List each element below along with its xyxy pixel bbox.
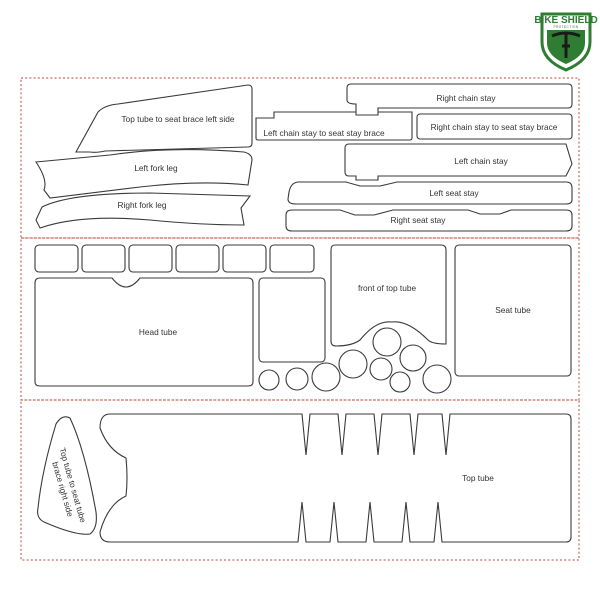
piece-right-fork-leg: Right fork leg <box>35 192 252 229</box>
bike-shield-logo: BIKE SHIELD PROTECTION <box>534 12 598 72</box>
piece-top-tube-seat-brace-left: Top tube to seat brace left side <box>75 84 253 153</box>
label-left-seat-stay: Left seat stay <box>429 188 479 198</box>
label-head-tube: Head tube <box>139 327 178 337</box>
patch-1 <box>34 244 79 273</box>
label-top-tube-seat-brace-left: Top tube to seat brace left side <box>121 114 234 124</box>
section-bottom-border <box>20 399 580 561</box>
piece-left-seat-stay: Left seat stay <box>287 181 573 205</box>
piece-left-chain-stay: Left chain stay <box>344 143 573 181</box>
label-left-fork-leg: Left fork leg <box>134 163 178 173</box>
patch-3 <box>128 244 173 273</box>
piece-left-fork-leg: Left fork leg <box>35 149 253 199</box>
circle-patch-2 <box>285 367 309 391</box>
circle-patches <box>258 327 452 394</box>
section-middle-border <box>20 237 580 401</box>
label-right-fork-leg: Right fork leg <box>118 200 167 210</box>
piece-left-chain-stay-brace: Left chain stay to seat stay brace <box>255 111 413 141</box>
piece-plain-rectangle <box>258 277 326 363</box>
brand-name: BIKE SHIELD <box>534 15 597 26</box>
circle-patch-3 <box>311 362 341 392</box>
piece-right-chain-stay: Right chain stay <box>346 83 573 116</box>
piece-head-tube: Head tube <box>34 277 254 387</box>
circle-patch-1 <box>258 369 280 391</box>
patch-6 <box>269 244 315 273</box>
circle-patch-9 <box>422 364 452 394</box>
small-patch-row <box>34 244 315 273</box>
bicycle-handlebar-icon <box>551 31 581 58</box>
label-right-chain-stay: Right chain stay <box>436 93 496 103</box>
circle-patch-5 <box>372 327 402 357</box>
label-left-chain-stay: Left chain stay <box>454 156 508 166</box>
piece-top-tube-seat-tube-brace-right: Top tube to seat tube brace right side <box>37 416 97 535</box>
piece-front-of-top-tube: front of top tube <box>330 244 447 347</box>
piece-right-seat-stay: Right seat stay <box>285 209 573 232</box>
label-front-of-top-tube: front of top tube <box>358 283 417 293</box>
circle-patch-8 <box>389 371 411 393</box>
brand-tagline: PROTECTION <box>554 25 579 29</box>
circle-patch-4 <box>338 349 368 379</box>
label-right-seat-stay: Right seat stay <box>391 215 447 225</box>
circle-patch-6 <box>369 357 393 381</box>
piece-top-tube: Top tube <box>99 413 572 543</box>
piece-seat-tube: Seat tube <box>454 244 572 377</box>
circle-patch-7 <box>399 344 427 372</box>
patch-5 <box>222 244 267 273</box>
label-right-chain-stay-brace: Right chain stay to seat stay brace <box>431 122 558 132</box>
label-seat-tube: Seat tube <box>495 305 531 315</box>
patch-4 <box>175 244 220 273</box>
label-left-chain-stay-brace: Left chain stay to seat stay brace <box>263 128 385 138</box>
label-top-tube: Top tube <box>462 473 494 483</box>
piece-right-chain-stay-brace: Right chain stay to seat stay brace <box>416 113 573 140</box>
patch-2 <box>81 244 126 273</box>
